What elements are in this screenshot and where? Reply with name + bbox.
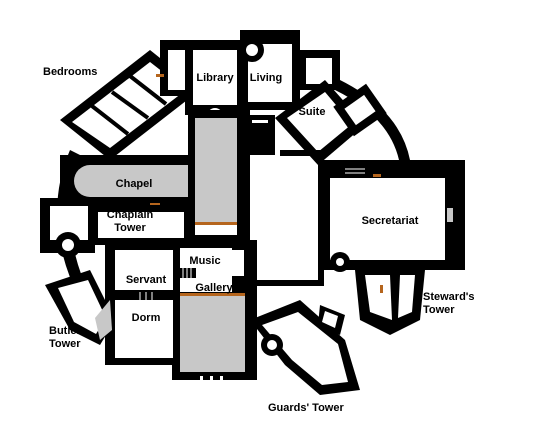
central-hall [188,110,244,240]
chapel-room [60,155,195,206]
music-gallery-block [172,240,257,382]
label-music: Music [189,255,221,267]
butler-tower [45,270,115,345]
bedrooms-wing [60,40,200,160]
label-servant: Servant [125,274,167,286]
label-gallery: Gallery [195,282,233,294]
label-chapel: Chapel [115,178,153,190]
living-room [240,30,340,110]
label-dorm: Dorm [131,312,161,324]
secretariat-hall [320,160,465,272]
guards-tower [250,300,360,395]
chaplain-tower [40,198,190,258]
label-living: Living [249,72,283,84]
label-library: Library [196,72,234,84]
label-chaplain-tower: Chaplain Tower [106,209,154,234]
label-suite: Suite [298,106,326,118]
stewards-tower [355,270,425,335]
servant-dorm-block [105,240,180,365]
label-bedrooms: Bedrooms [43,66,98,78]
label-secretariat: Secretariat [361,215,419,227]
label-guards-tower: Guards' Tower [268,402,344,414]
label-butler-tower: Butler Tower [49,325,81,350]
label-stewards-tower: Steward's Tower [423,291,475,316]
connecting-walls [244,105,325,286]
